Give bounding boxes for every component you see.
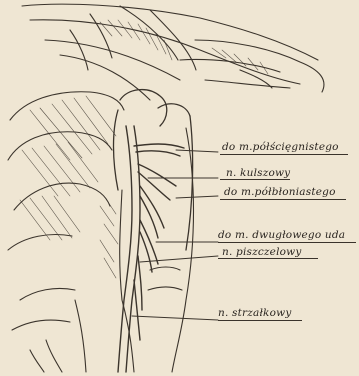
label-sciatic-nerve: n. kulszowy: [226, 167, 290, 179]
lateral-hatching: [20, 96, 118, 278]
lateral-muscle-outlines: [8, 92, 124, 372]
label-biceps-femoris: do m. dwugłowego uda: [218, 229, 345, 241]
label-tibial-nerve: n. piszczelowy: [222, 246, 301, 258]
sciatic-nerve: [118, 126, 184, 372]
gluteal-muscle-outlines: [22, 4, 324, 100]
label-peroneal-nerve: n. strzałkowy: [218, 307, 291, 319]
underline-biceps: [218, 242, 356, 243]
label-semimembranosus: do m.półbłoniastego: [224, 186, 336, 198]
label-leader-lines: [132, 150, 218, 320]
underline-semitendinosus: [220, 154, 348, 155]
label-semitendinosus: do m.półścięgnistego: [222, 141, 339, 153]
underline-peroneal: [218, 320, 302, 321]
underline-semimembranosus: [220, 199, 346, 200]
underline-tibial: [218, 258, 318, 259]
ischial-tuberosity: [114, 90, 193, 250]
underline-sciatic: [220, 179, 290, 180]
